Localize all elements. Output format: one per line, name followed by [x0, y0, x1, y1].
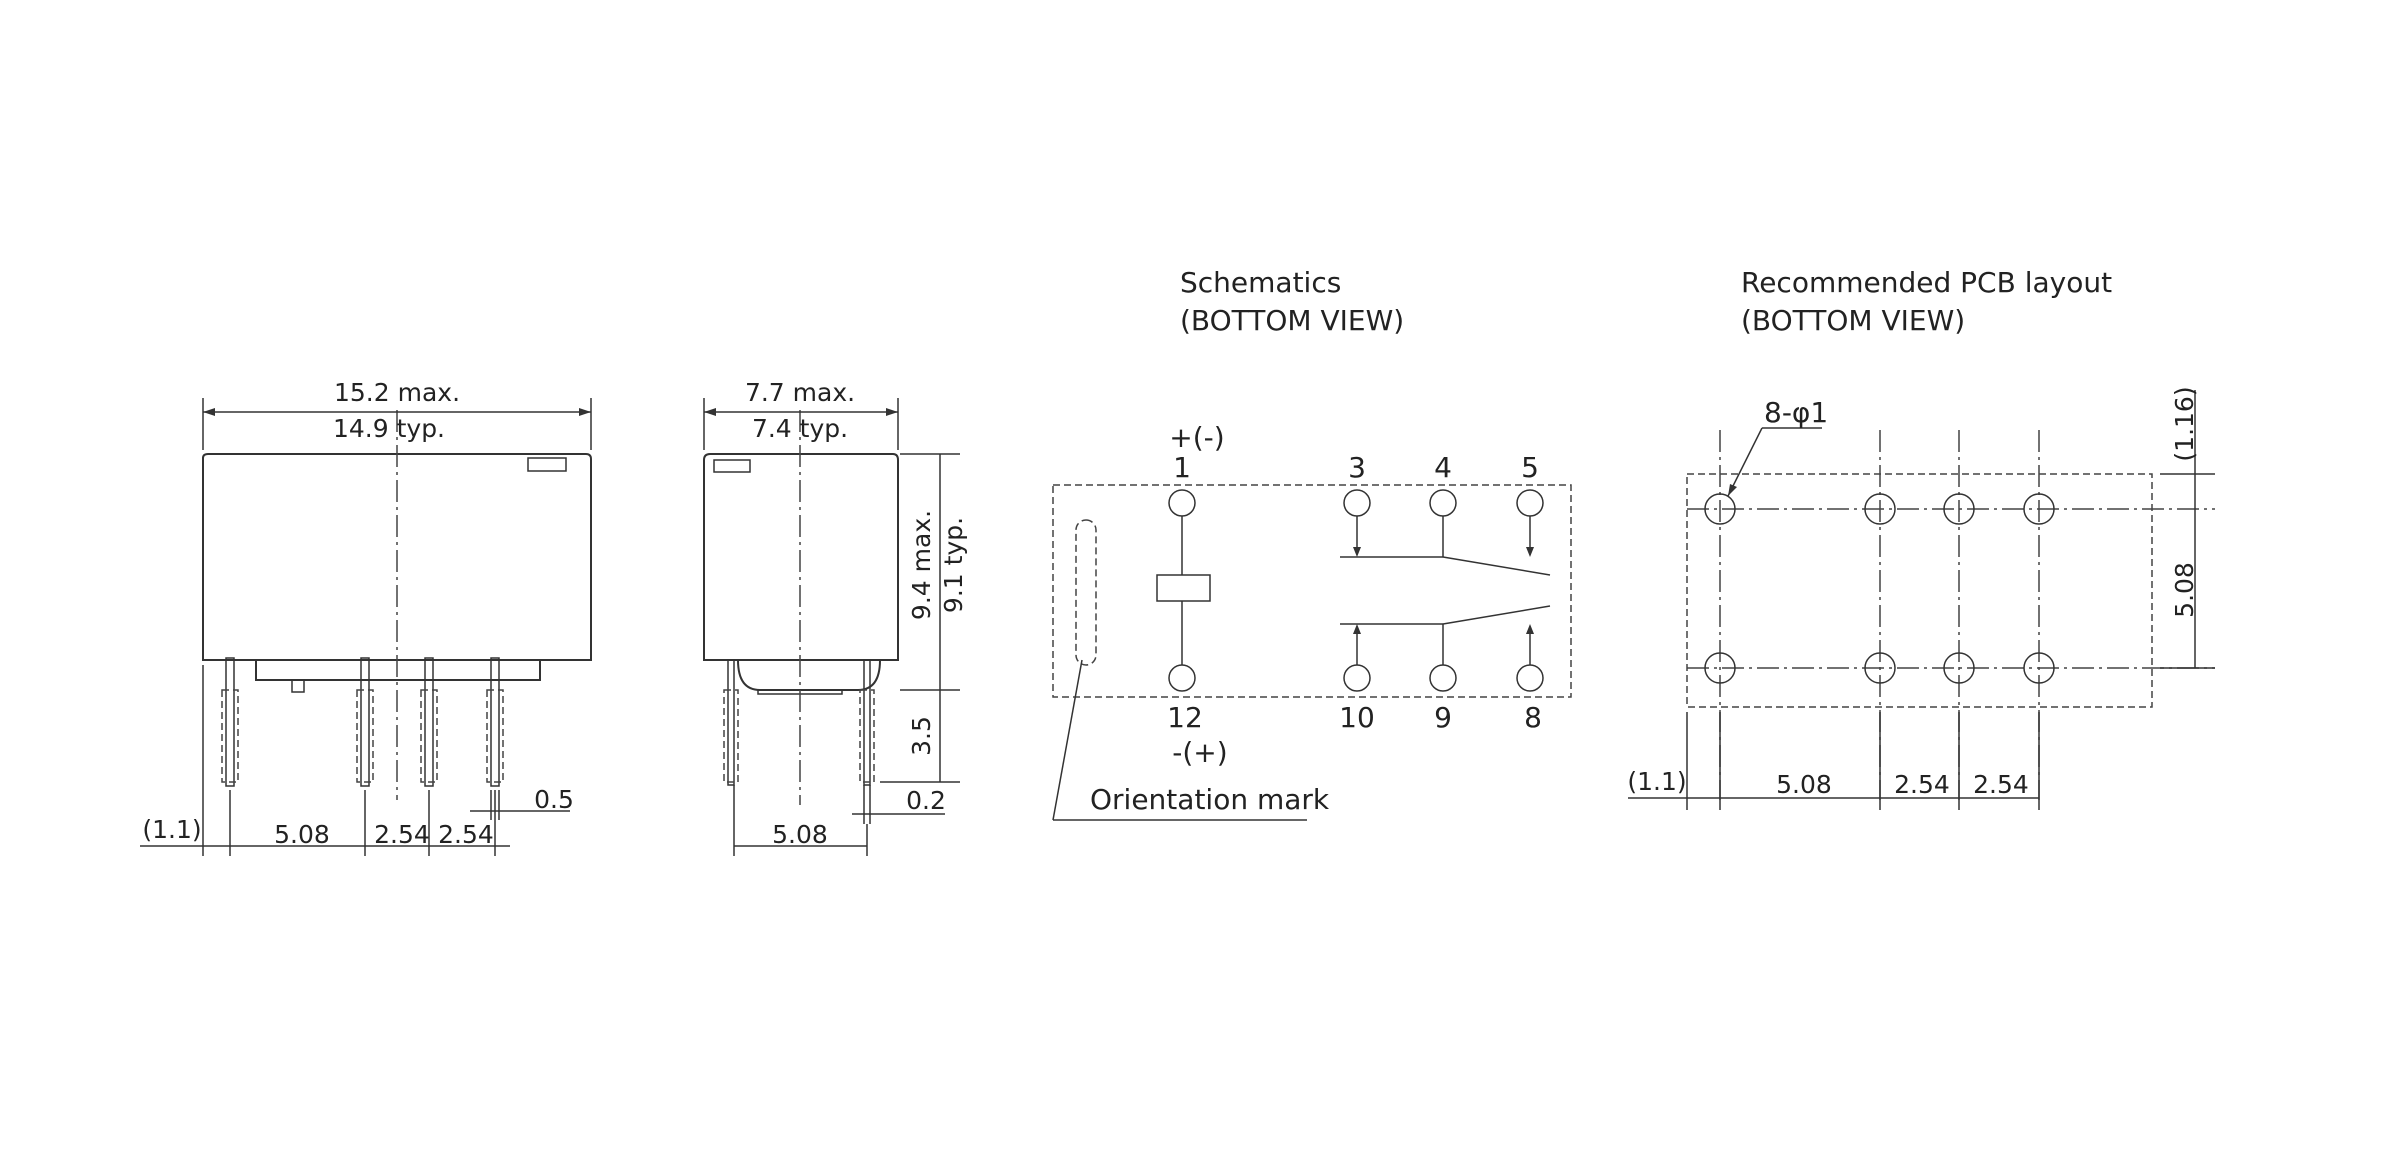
pcb-offset-x: (1.1)	[1627, 767, 1686, 796]
pcb-title: Recommended PCB layout	[1741, 266, 2112, 299]
side-height-typ: 9.1 typ.	[939, 517, 968, 613]
front-pitch-a: 5.08	[274, 820, 330, 849]
pcb-holes	[1704, 493, 2055, 684]
orientation-mark-label: Orientation mark	[1090, 783, 1330, 816]
front-pitch-b: 2.54	[374, 820, 430, 849]
schematics: Schematics (BOTTOM VIEW) Orientation mar…	[1052, 266, 1572, 821]
bottom-pin-9: 9	[1434, 701, 1452, 734]
pcb-row-pitch: 5.08	[2170, 562, 2199, 618]
side-pin-thickness: 0.2	[906, 786, 946, 815]
coil-bottom-polarity: -(+)	[1172, 736, 1227, 769]
side-pitch: 5.08	[772, 820, 828, 849]
side-pin-length: 3.5	[907, 716, 936, 756]
bottom-pin-10: 10	[1339, 701, 1375, 734]
pcb-offset-y: (1.16)	[2170, 386, 2199, 461]
pcb-pitch-a: 5.08	[1776, 770, 1832, 799]
schematics-title: Schematics	[1180, 266, 1341, 299]
pcb-pitch-c: 2.54	[1973, 770, 2029, 799]
front-width-typ: 14.9 typ.	[333, 414, 445, 443]
front-view: 15.2 max. 14.9 typ. (1.1) 5.08 2.54 2.54…	[140, 378, 592, 856]
pcb-subtitle: (BOTTOM VIEW)	[1741, 304, 1965, 337]
bottom-pin-8: 8	[1524, 701, 1542, 734]
side-width-typ: 7.4 typ.	[752, 414, 848, 443]
front-pin-width: 0.5	[534, 785, 574, 814]
pcb-hole-spec: 8-φ1	[1764, 396, 1828, 429]
front-pins	[221, 657, 504, 787]
front-pitch-c: 2.54	[438, 820, 494, 849]
coil-pin-top: 1	[1173, 451, 1191, 484]
front-width-max: 15.2 max.	[334, 378, 460, 407]
schematics-subtitle: (BOTTOM VIEW)	[1180, 304, 1404, 337]
pcb-layout: Recommended PCB layout (BOTTOM VIEW) 8-φ…	[1627, 266, 2215, 810]
top-pin-4: 4	[1434, 451, 1452, 484]
pcb-pitch-b: 2.54	[1894, 770, 1950, 799]
front-offset: (1.1)	[142, 815, 201, 844]
top-pin-5: 5	[1521, 451, 1539, 484]
coil-pin-bottom: 12	[1167, 701, 1203, 734]
coil-top-polarity: +(-)	[1169, 421, 1224, 454]
side-view: 7.7 max. 7.4 typ. 9.4 max. 9.1 typ. 3.5 …	[703, 378, 968, 856]
top-pin-3: 3	[1348, 451, 1366, 484]
side-width-max: 7.7 max.	[745, 378, 855, 407]
side-height-max: 9.4 max.	[907, 510, 936, 620]
